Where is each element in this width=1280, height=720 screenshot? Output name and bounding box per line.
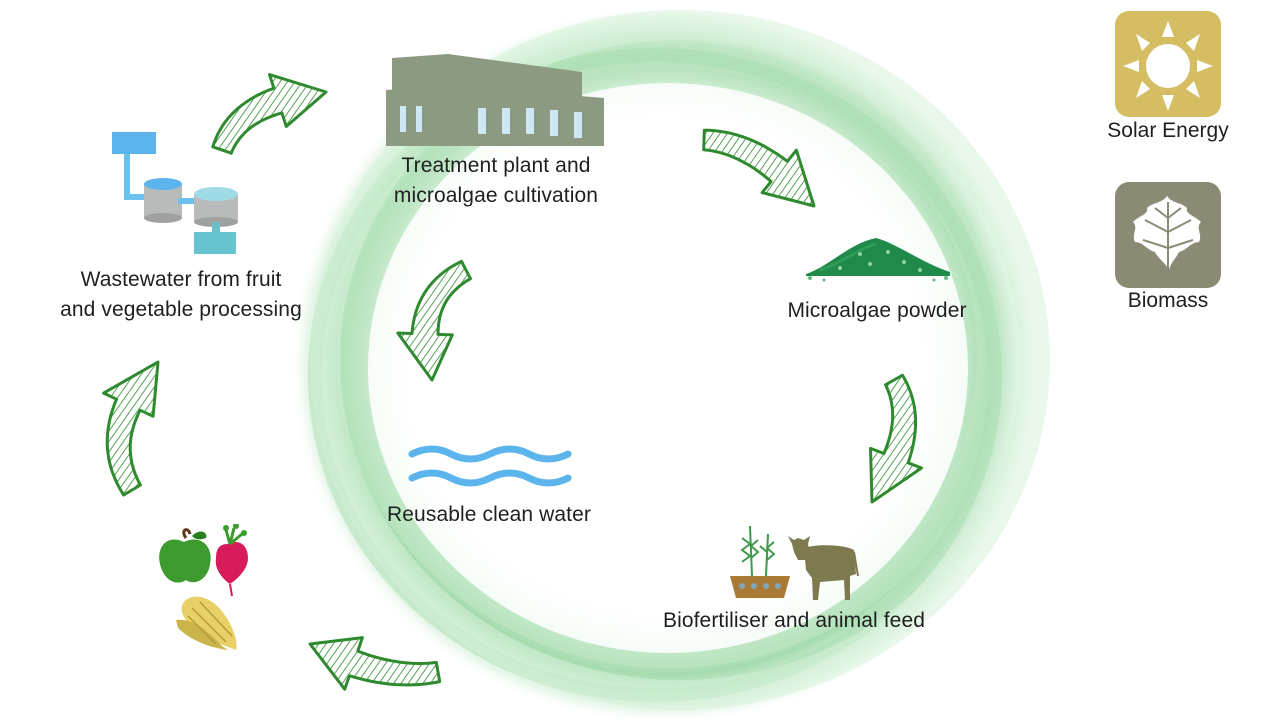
- biofertiliser-feed-label-line1: Biofertiliser and animal feed: [662, 609, 926, 632]
- water-waves-icon: [408, 445, 572, 487]
- biofertiliser-plant-icon: [730, 525, 790, 598]
- clean-water-label: Reusable clean water: [354, 500, 624, 530]
- leaf-icon: [1133, 196, 1201, 278]
- fruit-vegetables-icon: [159, 524, 248, 650]
- wastewater-tanks-icon: [112, 132, 238, 254]
- solar-energy-label: Solar Energy: [1107, 119, 1229, 142]
- microalgae-powder-label: Microalgae powder: [752, 296, 1002, 326]
- arrow-plant-to-powder: [702, 128, 816, 208]
- wastewater-label: Wastewater from fruit and vegetable proc…: [26, 265, 336, 325]
- biofertiliser-feed-label: Biofertiliser and animal feed: [634, 606, 954, 636]
- sun-icon: [1123, 21, 1213, 111]
- arrow-wastewater-to-plant: [211, 73, 328, 155]
- microalgae-powder-icon: [806, 238, 950, 282]
- biomass-tile: [1115, 182, 1221, 288]
- wastewater-label-line2: and vegetable processing: [60, 298, 302, 321]
- treatment-plant-label: Treatment plant and microalgae cultivati…: [346, 151, 646, 211]
- arrow-crops-to-wastewater: [102, 360, 160, 497]
- arrow-feed-to-crops: [308, 636, 442, 691]
- treatment-plant-label-line1: Treatment plant and: [401, 154, 591, 177]
- cow-icon: [788, 536, 859, 600]
- solar-energy-tile: [1115, 11, 1221, 117]
- arrow-plant-to-water: [396, 259, 472, 382]
- biomass-label: Biomass: [1127, 289, 1209, 312]
- microalgae-powder-label-line1: Microalgae powder: [787, 299, 967, 322]
- wastewater-label-line1: Wastewater from fruit: [80, 268, 282, 291]
- treatment-plant-label-line2: microalgae cultivation: [393, 184, 599, 207]
- clean-water-label-line1: Reusable clean water: [387, 503, 591, 526]
- arrow-powder-to-feed: [869, 373, 923, 504]
- treatment-plant-icon: [386, 54, 604, 146]
